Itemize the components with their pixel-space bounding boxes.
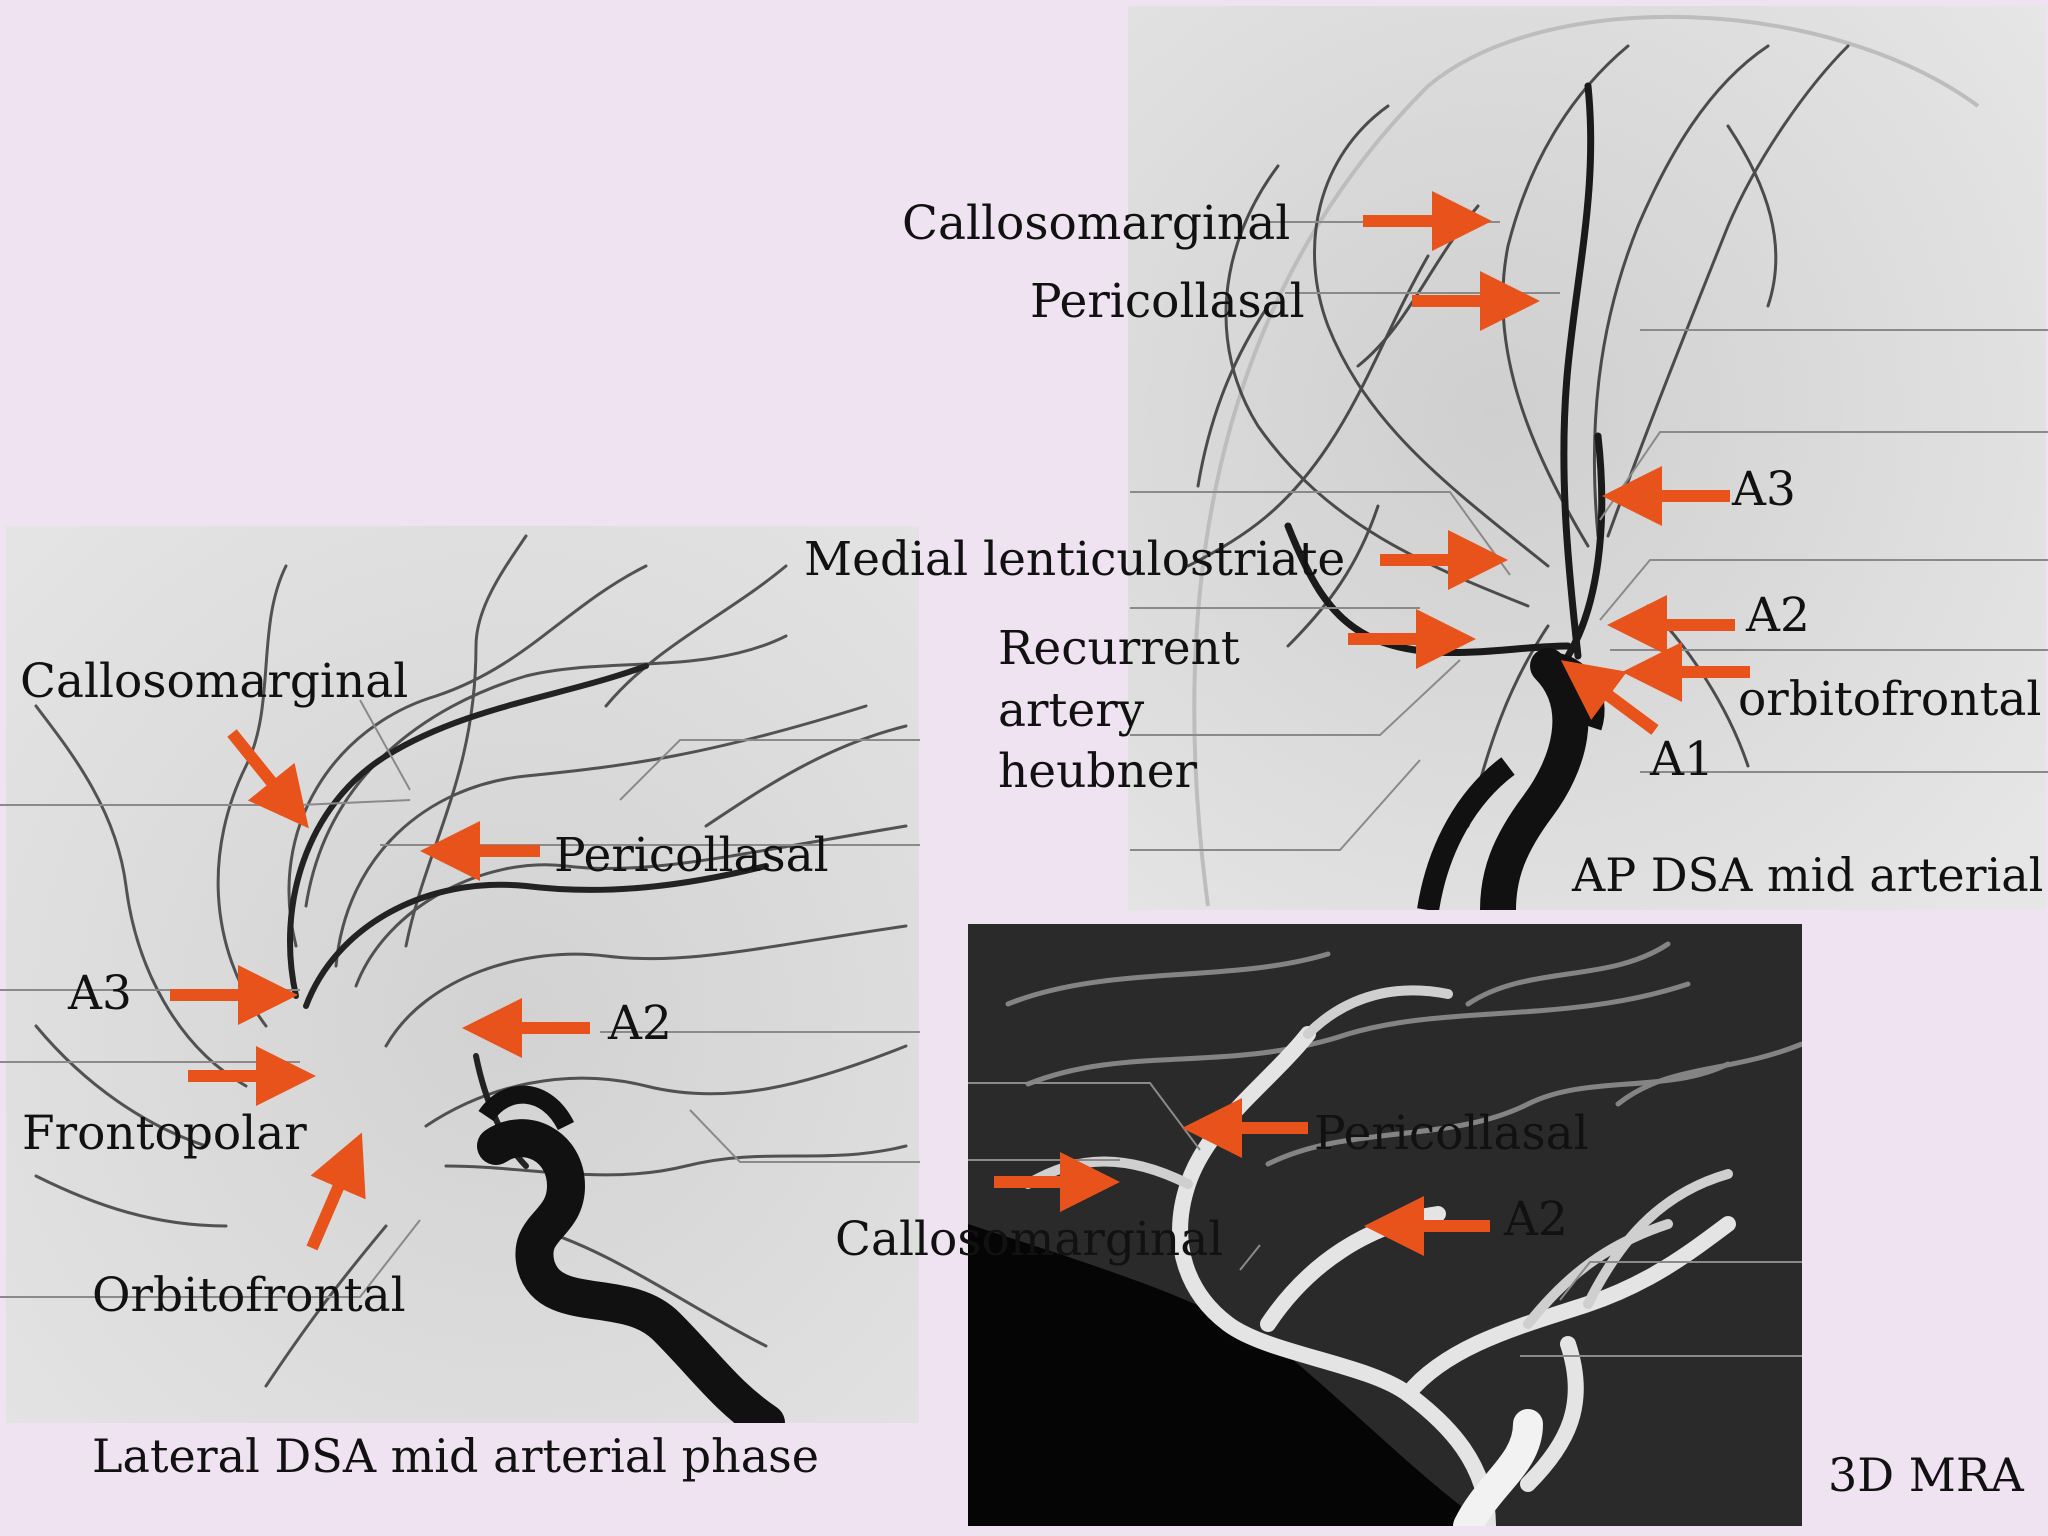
lat-label-frontopolar: Frontopolar xyxy=(22,1106,307,1161)
ap-label-medial-lenticulostriate: Medial lenticulostriate xyxy=(804,532,1346,587)
mra-label-callosomarginal: Callosomarginal xyxy=(835,1212,1224,1267)
ap-label-callosomarginal: Callosomarginal xyxy=(902,196,1291,251)
ap-label-recurrent: Recurrent xyxy=(998,621,1240,676)
ap-dsa-image xyxy=(1128,6,2046,910)
lat-label-a3: A3 xyxy=(68,966,132,1021)
lat-label-a2: A2 xyxy=(608,996,672,1051)
ap-angiogram xyxy=(1128,6,2046,910)
ap-label-artery: artery xyxy=(998,683,1145,738)
ap-label-pericollasal: Pericollasal xyxy=(1030,274,1305,329)
ap-label-orbitofrontal: orbitofrontal xyxy=(1738,672,2042,727)
ap-label-a1: A1 xyxy=(1650,732,1714,787)
ap-label-heubner: heubner xyxy=(998,744,1197,799)
lat-label-pericollasal: Pericollasal xyxy=(554,828,829,883)
mra-label-a2: A2 xyxy=(1504,1192,1568,1247)
lat-label-callosomarginal: Callosomarginal xyxy=(20,654,409,709)
mra-label-pericollasal: Pericollasal xyxy=(1314,1106,1589,1161)
ap-caption: AP DSA mid arterial xyxy=(1572,848,2044,902)
lat-label-orbitofrontal: Orbitofrontal xyxy=(92,1268,406,1323)
mra-caption: 3D MRA xyxy=(1828,1448,2024,1502)
ap-label-a2: A2 xyxy=(1746,588,1810,643)
ap-label-a3: A3 xyxy=(1732,462,1796,517)
lat-caption: Lateral DSA mid arterial phase xyxy=(92,1429,819,1483)
